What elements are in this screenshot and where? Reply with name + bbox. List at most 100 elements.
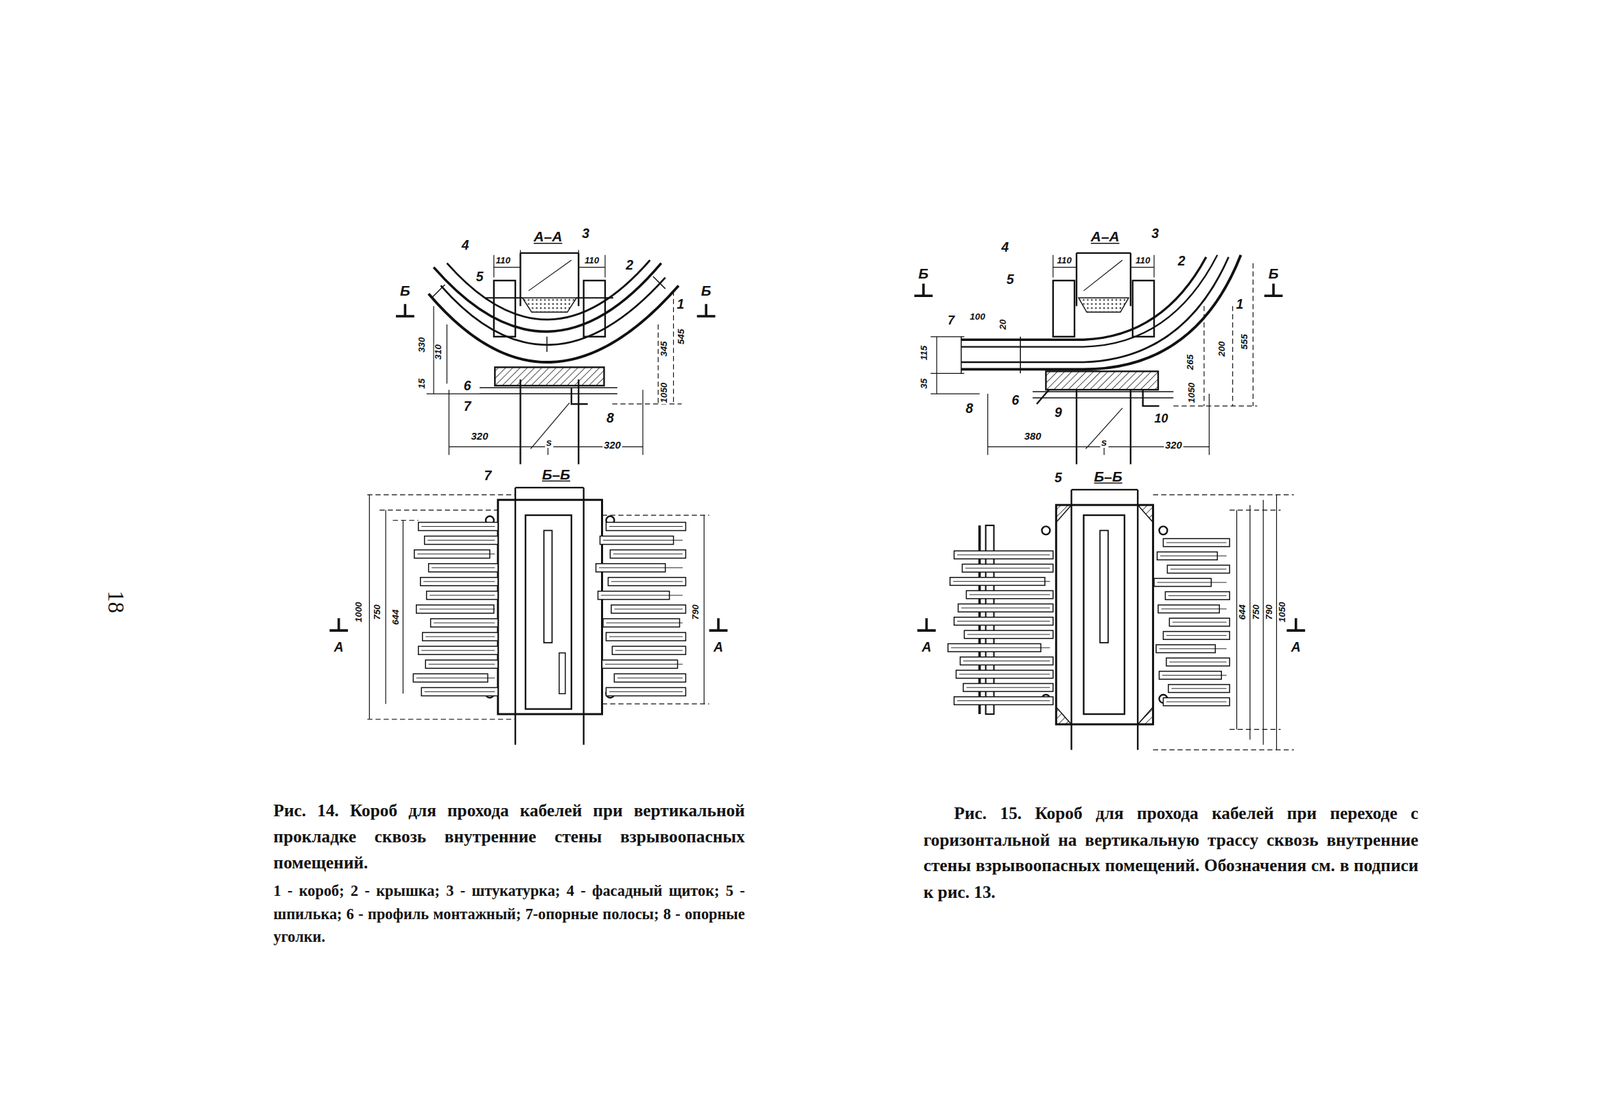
cable-bundles-part: [1170, 568, 1227, 570]
cable-bundles-part: [1165, 592, 1230, 601]
fig14-section-aa-part: [571, 387, 588, 405]
fig15-section-aa-part: [914, 283, 1284, 296]
figure-caption: Рис. 15. Короб для прохода кабелей при п…: [923, 800, 1419, 905]
cable-bundles-part: [605, 664, 683, 665]
dimension: 110: [1055, 256, 1073, 266]
fig14-section-bb: [329, 487, 728, 746]
fig14-section-bb-part: [369, 494, 704, 720]
cable-bundles-part: [614, 673, 686, 682]
fig15-section-aa-part: [987, 393, 1210, 455]
cable-bundles-part: [603, 539, 683, 541]
fig15-section-bb-part: [1071, 489, 1139, 750]
dimension: 115: [920, 344, 929, 361]
cable-bundles-part: [1169, 618, 1230, 627]
fig15-section-aa-part: [961, 336, 1021, 374]
fig15-section-aa-part: [1032, 391, 1174, 398]
cable-bundles-part: [605, 522, 686, 531]
cable-bundles-part: [961, 607, 1050, 609]
fig14-section-aa-part: [493, 249, 606, 278]
cable-bundles-part: [429, 594, 495, 596]
dimension: 320: [1163, 440, 1183, 451]
dimension: 644: [1238, 603, 1248, 621]
fig14-section-aa-part: [446, 260, 650, 320]
fig15-section-bb-part: [1159, 526, 1168, 535]
cable-bundles-part: [959, 673, 1050, 675]
cable-bundles-part: [965, 568, 1050, 569]
cable-bundles-part: [613, 553, 683, 555]
cable-bundles-part: [612, 646, 686, 655]
dimension: 320: [602, 440, 622, 451]
dimension: 110: [494, 256, 512, 266]
callout-number: 3: [581, 227, 591, 241]
cable-bundles-part: [954, 550, 1054, 560]
fig15-section-bb-part: [1099, 530, 1109, 643]
fig14-section-bb-part: [525, 515, 572, 710]
cable-bundles-part: [956, 670, 1054, 679]
dimension: 1000: [354, 601, 364, 624]
fig14-section-aa-part: [485, 297, 614, 299]
cable-bundles-part: [418, 522, 499, 531]
cable-bundles-part: [427, 539, 495, 541]
fig14-section-aa-part: [494, 367, 604, 386]
cable-bundles-part: [1159, 648, 1227, 650]
cable-bundles-part: [1160, 555, 1227, 557]
dimension: 110: [583, 256, 600, 266]
fig15-section-bb-part: [1055, 504, 1153, 725]
callout-number: 5: [1005, 273, 1016, 287]
fig15-section-aa-part: [1036, 389, 1159, 407]
fig15-section-bb-part: [1237, 494, 1277, 750]
cable-bundles-part: [963, 660, 1050, 662]
cable-bundles-part: [609, 526, 683, 527]
fig14-section-bb-part: [544, 530, 553, 643]
cable-bundles-part: [611, 605, 687, 614]
cable-bundles-part: [969, 594, 1050, 595]
cable-bundles-part: [428, 563, 499, 573]
fig15-section-aa-part: [961, 257, 1207, 340]
dimension: 1050: [660, 381, 669, 405]
fig15-section-aa-part: [1053, 280, 1075, 337]
fig14-section-aa-part: [479, 387, 618, 394]
cable-bundles-part: [1167, 565, 1230, 574]
dimension: 330: [417, 336, 427, 354]
fig15-section-bb-part: [1055, 707, 1072, 725]
cable-bundles-part: [953, 581, 1050, 582]
cable-bundles-part: [1171, 688, 1227, 689]
cable-bundles-part: [605, 632, 686, 641]
fig14-section-aa-part: [530, 402, 570, 449]
fig14-section-aa-part: [433, 263, 662, 333]
callout-number: 2: [1176, 254, 1187, 268]
cable-bundles-part: [1162, 697, 1230, 707]
section-title: Б–Б: [541, 467, 572, 482]
cable-bundles-part: [609, 550, 686, 559]
dimension: 380: [1022, 431, 1043, 442]
cable-bundles-part: [1162, 675, 1227, 676]
section-mark: Б: [917, 266, 930, 281]
cable-bundles-part: [418, 646, 499, 655]
fig14-section-aa-part: [520, 379, 579, 464]
cable-bundles-part: [1172, 622, 1227, 623]
fig14-section-bb-part: [367, 494, 709, 720]
dimension: 545: [677, 327, 687, 346]
cable-bundles-part: [963, 683, 1054, 692]
cable-bundles-part: [966, 590, 1053, 599]
cable-bundles-part: [1166, 657, 1230, 667]
fig14-section-aa-part: [528, 260, 571, 291]
cable-bundles-part: [957, 554, 1050, 556]
cable-bundles-part: [428, 664, 496, 665]
fig15-section-aa-part: [961, 255, 1218, 348]
dimension: s: [1100, 437, 1109, 449]
callout-number: 7: [462, 399, 473, 413]
cable-bundles-part: [425, 660, 499, 669]
dimension: 265: [1186, 353, 1196, 371]
fig14-section-aa-part: [428, 285, 679, 363]
cable-bundles-part: [617, 677, 683, 679]
dimension: 750: [373, 603, 383, 621]
callout-number: 1: [1234, 297, 1245, 311]
cable-bundles-part: [961, 563, 1053, 573]
cable-bundles-part: [1162, 631, 1230, 641]
cable-bundles-part: [422, 632, 499, 641]
fig14-section-aa-part: [440, 277, 665, 346]
dimension: 1050: [1186, 381, 1196, 405]
cable-bundles-part: [1162, 538, 1230, 547]
